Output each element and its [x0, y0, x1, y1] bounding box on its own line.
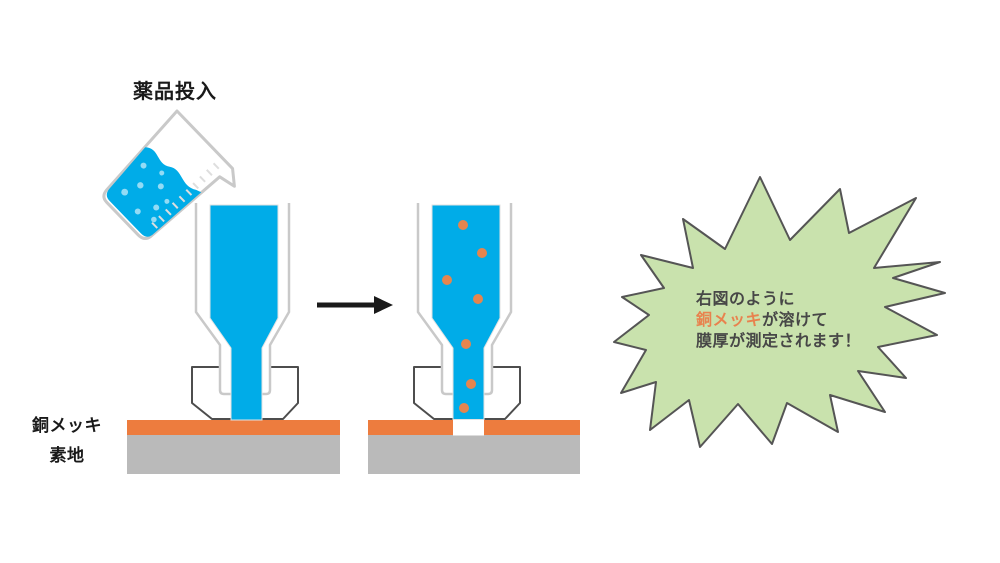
bubble [164, 198, 170, 204]
copper-plating-layer [127, 420, 340, 435]
callout-text: 右図のように 銅メッキが溶けて 膜厚が測定されます！ [696, 288, 861, 351]
layer-labels: 銅メッキ 素地 [24, 416, 110, 476]
bubble [137, 182, 144, 189]
substrate-label: 素地 [49, 446, 85, 466]
sample-base-after [368, 419, 580, 474]
chemical-input-label: 薬品投入 [133, 79, 217, 103]
substrate-layer [127, 435, 340, 474]
callout-line-1: 右図のように [696, 289, 796, 308]
substrate-layer [368, 435, 580, 474]
copper-particle [477, 248, 487, 258]
measurement-cell-after [413, 203, 521, 420]
bubble [159, 170, 165, 176]
copper-plating-label: 銅メッキ [32, 416, 102, 436]
starburst-shape [613, 176, 946, 448]
beaker-bubbles [121, 162, 170, 223]
callout-copper-highlight: 銅メッキ [696, 310, 763, 329]
bubble [121, 188, 129, 196]
bubble [151, 216, 157, 223]
callout-line-3: 膜厚が測定されます！ [696, 331, 862, 350]
sample-base-before [127, 420, 340, 474]
beaker-liquid [106, 147, 202, 237]
bubble [157, 183, 164, 190]
copper-particle [461, 339, 471, 349]
copper-particle [466, 379, 476, 389]
bubble [134, 208, 141, 215]
beaker-icon [102, 109, 236, 240]
copper-particle [473, 294, 483, 304]
bubble [153, 204, 160, 211]
copper-particle [459, 403, 469, 413]
arrow-right-icon [317, 296, 393, 314]
copper-particle [458, 220, 468, 230]
starburst-callout [613, 176, 946, 448]
dissolved-copper-particles [442, 220, 487, 413]
dissolved-spot [453, 419, 484, 436]
callout-line-2-rest: が溶けて [762, 310, 829, 329]
cell-liquid-column [431, 204, 501, 420]
bubble [140, 162, 147, 169]
copper-particle [442, 275, 452, 285]
callout-line-2: 銅メッキが溶けて [696, 309, 861, 330]
beaker-graduation-ticks [151, 162, 220, 229]
measurement-cell-before [191, 203, 299, 421]
cell-liquid-column [209, 204, 279, 421]
